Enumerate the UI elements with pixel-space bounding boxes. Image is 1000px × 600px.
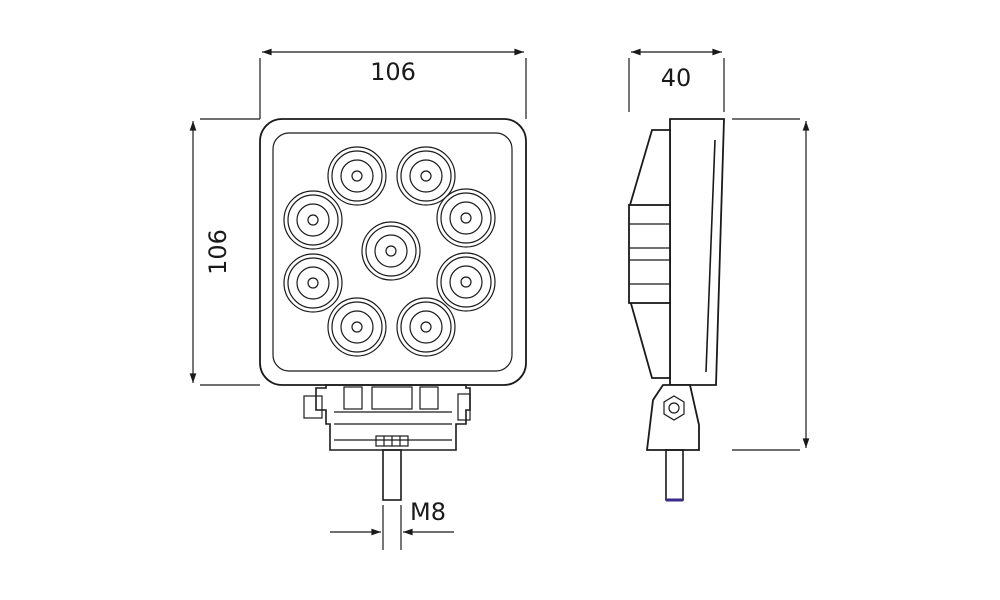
led-6	[283, 253, 343, 313]
mounting-bracket-front	[303, 384, 471, 451]
side-view	[628, 118, 725, 502]
side-heat-sink	[628, 204, 671, 304]
side-threaded-stud	[665, 449, 684, 501]
dimension-side-depth: 40	[628, 48, 725, 112]
led-1	[327, 146, 387, 206]
led-3	[283, 190, 343, 250]
lamp-lens-frame	[272, 132, 513, 372]
dimension-side-height	[732, 118, 810, 451]
dim-label-thread: M8	[410, 498, 446, 526]
dimension-thread: M8	[330, 498, 454, 550]
side-bolt-hex	[663, 395, 685, 421]
dimension-front-height: 106	[189, 118, 260, 386]
dim-label-front-width: 106	[370, 58, 416, 86]
dim-label-front-height: 106	[204, 229, 232, 275]
led-5-center	[361, 221, 421, 281]
dim-label-side-depth: 40	[661, 64, 692, 92]
led-2	[396, 146, 456, 206]
dimension-front-width: 106	[259, 48, 527, 119]
side-bracket	[645, 384, 700, 451]
led-7	[436, 252, 496, 312]
led-8	[327, 297, 387, 357]
bracket-bolt-head-left	[303, 395, 323, 419]
bracket-bolt-head-right	[457, 393, 471, 421]
led-4	[436, 188, 496, 248]
led-group	[283, 146, 496, 357]
led-9	[396, 297, 456, 357]
lamp-housing-outer	[259, 118, 527, 386]
front-view	[259, 118, 527, 501]
side-housing-front	[669, 118, 725, 386]
threaded-stud	[382, 449, 402, 501]
